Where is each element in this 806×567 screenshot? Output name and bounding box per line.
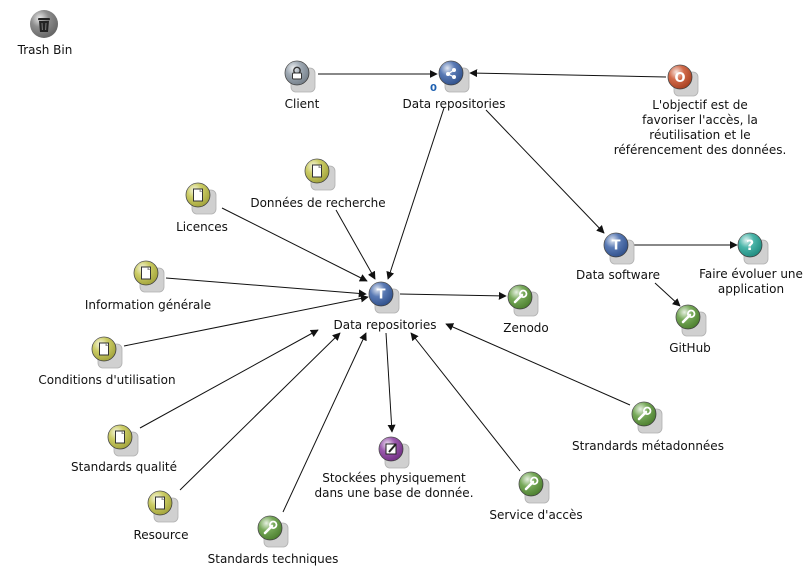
edge-data-repositories-top-to-data-repositories-center[interactable] [386,107,445,280]
document-icon[interactable] [91,336,123,369]
edge-data-repositories-center-to-stockees[interactable] [385,332,396,433]
node-label-stockees: Stockées physiquement dans une base de d… [314,471,474,500]
edge-standards-qualite-to-data-repositories-center[interactable] [139,329,319,429]
node-label-data-software: Data software [576,268,660,282]
node-label-service-acces: Service d'accès [489,508,583,522]
edges-layer [123,69,738,513]
svg-text:O: O [674,71,685,86]
edge-service-acces-to-data-repositories-center[interactable] [410,332,521,472]
topic-t-icon[interactable]: T [603,232,635,265]
edge-standards-techniques-to-data-repositories-center[interactable] [282,332,367,513]
objective-icon[interactable]: O [667,64,699,97]
edge-donnees-recherche-to-data-repositories-center[interactable] [335,209,376,280]
topic-t-icon[interactable]: T [368,281,400,314]
node-label-zenodo: Zenodo [503,321,549,335]
edge-licences-to-data-repositories-center[interactable] [221,207,368,282]
document-icon[interactable] [107,424,139,457]
svg-text:?: ? [746,238,754,254]
lock-person-icon[interactable] [284,60,316,93]
node-label-data-repositories-center: Data repositories [333,318,437,332]
svg-text:T: T [612,239,621,254]
edit-note-icon[interactable] [378,436,410,469]
wrench-icon[interactable] [675,304,707,337]
node-label-conditions-utilisation: Conditions d'utilisation [38,373,176,387]
node-badge-data-repositories-top: 0 [430,83,437,94]
question-icon[interactable]: ? [737,232,769,265]
trash-bin[interactable] [28,8,62,42]
node-label-information-generale: Information générale [84,298,212,312]
node-label-donnees-recherche: Données de recherche [250,196,386,210]
edge-standards-metadonnees-to-data-repositories-center[interactable] [445,323,631,406]
edge-data-software-to-github[interactable] [654,282,681,307]
document-icon[interactable] [147,490,179,523]
document-icon[interactable] [185,182,217,215]
node-label-client: Client [284,97,320,111]
wrench-icon[interactable] [257,515,289,548]
node-label-resource: Resource [133,528,189,542]
wrench-icon[interactable] [518,471,550,504]
document-icon[interactable] [133,260,165,293]
edge-resource-to-data-repositories-center[interactable] [179,332,341,491]
document-icon[interactable] [304,158,336,191]
node-label-licences: Licences [176,220,228,234]
edge-objectif-to-data-repositories-top[interactable] [469,69,667,78]
node-label-standards-techniques: Standards techniques [207,552,339,566]
node-label-objectif: L'objectif est de favoriser l'accès, la … [613,98,787,157]
edge-data-repositories-top-to-data-software[interactable] [485,109,605,234]
wrench-icon[interactable] [507,284,539,317]
node-label-standards-qualite: Standards qualité [71,460,177,474]
trash-bin-label: Trash Bin [17,43,73,57]
node-label-github: GitHub [669,341,711,355]
edge-conditions-utilisation-to-data-repositories-center[interactable] [123,294,369,347]
edge-information-generale-to-data-repositories-center[interactable] [165,277,367,298]
node-label-faire-evoluer: Faire évoluer une application [699,267,803,296]
edge-data-repositories-center-to-zenodo[interactable] [399,291,507,300]
node-label-data-repositories-top: Data repositories [402,97,506,111]
svg-text:T: T [377,288,386,303]
trash-bin-icon [30,10,58,38]
icons-layer: O T T? [91,60,769,548]
process-icon[interactable] [438,60,470,93]
node-label-standards-metadonnees: Strandards métadonnées [572,439,724,453]
wrench-icon[interactable] [631,401,663,434]
